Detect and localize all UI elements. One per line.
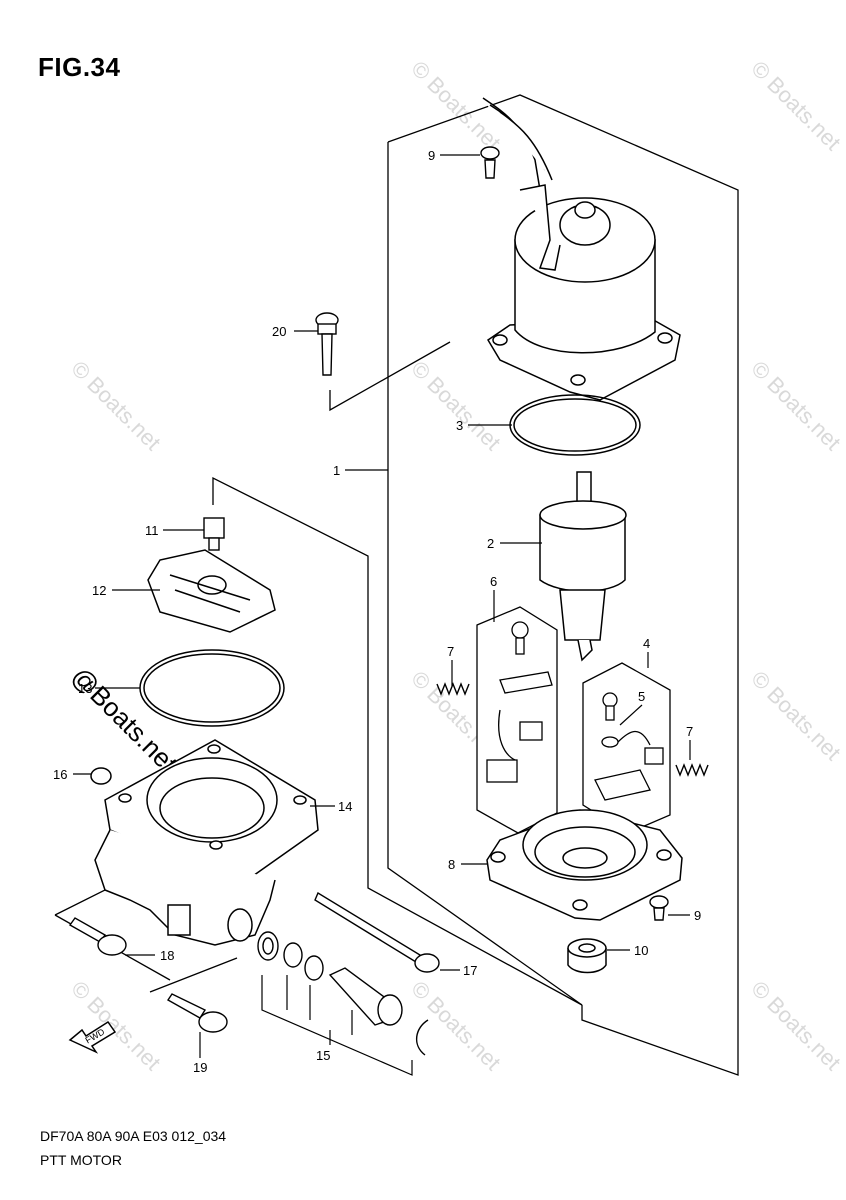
callout-17: 17 [463,963,477,978]
callout-10: 10 [634,943,648,958]
motor-body [482,97,681,401]
housing-14 [94,739,319,946]
o-ring-13 [139,649,285,727]
spring-7b [675,763,709,777]
callout-16: 16 [53,767,67,782]
leader-lines [73,154,691,1076]
callout-2: 2 [487,536,494,551]
figure-title: FIG.34 [38,52,121,82]
watermark: © Boats.net [746,976,845,1075]
fwd-arrow-icon: FWD [68,1020,117,1054]
callout-14: 14 [338,799,352,814]
callout-20: 20 [272,324,286,339]
callout-7: 7 [686,724,693,739]
assembly-outline [329,94,739,1076]
watermark: © Boats.net [66,976,165,1075]
callouts: 9 20 3 1 2 6 7 4 5 7 11 12 13 16 14 8 9 … [53,148,701,1075]
watermark: © Boats.net [746,356,845,455]
callout-15: 15 [316,1048,330,1063]
bolt-19 [166,993,228,1033]
callout-4: 4 [643,636,650,651]
callout-12: 12 [92,583,106,598]
callout-9: 9 [428,148,435,163]
brush-holder-6 [476,606,558,834]
callout-18: 18 [160,948,174,963]
callout-1: 1 [333,463,340,478]
base-8 [486,809,683,921]
screw-9b [649,895,669,921]
watermark: © Boats.net [66,356,165,455]
watermark: © Boats.net [406,356,505,455]
valve-kit-15 [257,931,429,1056]
callout-8: 8 [448,857,455,872]
watermark-large: @Boats.net [66,661,184,779]
callout-19: 19 [193,1060,207,1075]
callout-6: 6 [490,574,497,589]
bolt-18 [68,917,127,956]
spring-7a [436,682,470,696]
watermark: © Boats.net [746,56,845,155]
callout-7: 7 [447,644,454,659]
callout-11: 11 [145,523,159,538]
washer-16 [90,767,112,785]
callout-13: 13 [78,681,92,696]
screw-9a [480,146,500,179]
brush-holder-4 [582,662,671,834]
callout-9: 9 [694,908,701,923]
bolt-20 [315,312,339,376]
bolt-17 [314,891,440,973]
cover-12 [147,549,276,633]
callout-3: 3 [456,418,463,433]
footer-part-name: PTT MOTOR [40,1152,122,1168]
footer-model-code: DF70A 80A 90A E03 012_034 [40,1128,227,1144]
armature-2 [539,471,627,662]
spacer-10 [567,938,607,974]
plug-11 [203,517,225,551]
o-ring-3 [509,394,641,456]
callout-5: 5 [638,689,645,704]
watermark: © Boats.net [746,666,845,765]
